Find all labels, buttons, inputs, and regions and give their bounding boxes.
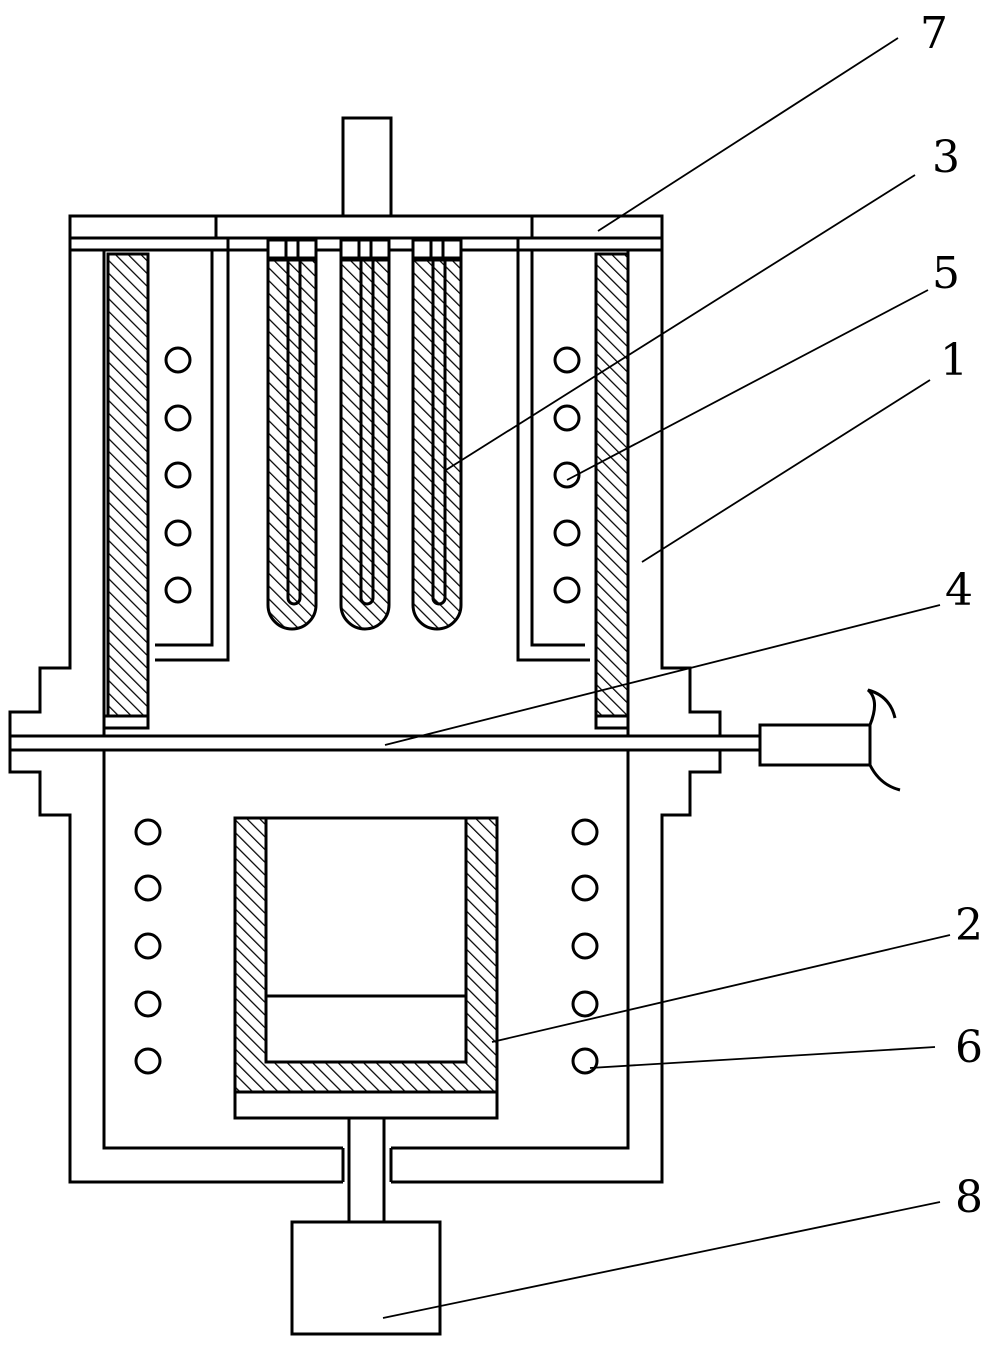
- u-tube-heater: [266, 238, 318, 631]
- leader-3: [445, 174, 916, 471]
- lower-left-coils: [134, 818, 162, 1075]
- right-heater-foot: [594, 714, 630, 730]
- leader-7: [597, 37, 899, 232]
- left-heater-wall: [106, 252, 150, 718]
- leader-6: [589, 1046, 936, 1069]
- leader-8: [382, 1201, 941, 1319]
- label-1: 1: [940, 335, 968, 386]
- lower-housing: [8, 750, 722, 1184]
- partition-plate: [8, 728, 760, 752]
- u-tube-heater: [411, 238, 463, 631]
- label-8: 8: [955, 1172, 983, 1223]
- leader-2: [491, 934, 951, 1043]
- top-shaft: [341, 116, 393, 218]
- center-chamber-left-wall: [155, 238, 230, 662]
- lifting-motor: [290, 1220, 442, 1336]
- label-4: 4: [945, 565, 973, 616]
- label-5: 5: [932, 248, 960, 299]
- center-chamber-right-wall: [516, 238, 590, 662]
- left-insulation-sleeve: [102, 248, 214, 720]
- label-2: 2: [955, 900, 983, 951]
- top-cover-plate: [68, 214, 664, 240]
- u-tube-heaters: [266, 238, 463, 631]
- lower-right-coils: [571, 818, 599, 1075]
- leader-5: [566, 289, 929, 481]
- label-3: 3: [932, 132, 960, 183]
- leader-4: [384, 604, 941, 746]
- support-shaft: [341, 1116, 393, 1224]
- side-actuator: [758, 688, 901, 792]
- left-heater-foot: [102, 714, 150, 730]
- crucible: [233, 816, 499, 1094]
- upper-left-coils: [164, 346, 192, 604]
- label-7: 7: [920, 8, 948, 59]
- label-6: 6: [955, 1022, 983, 1073]
- right-heater-wall: [594, 252, 630, 718]
- leader-1: [641, 379, 931, 563]
- crucible-support-plate: [233, 1090, 499, 1120]
- upper-right-coils: [553, 346, 581, 604]
- u-tube-heater: [339, 238, 391, 631]
